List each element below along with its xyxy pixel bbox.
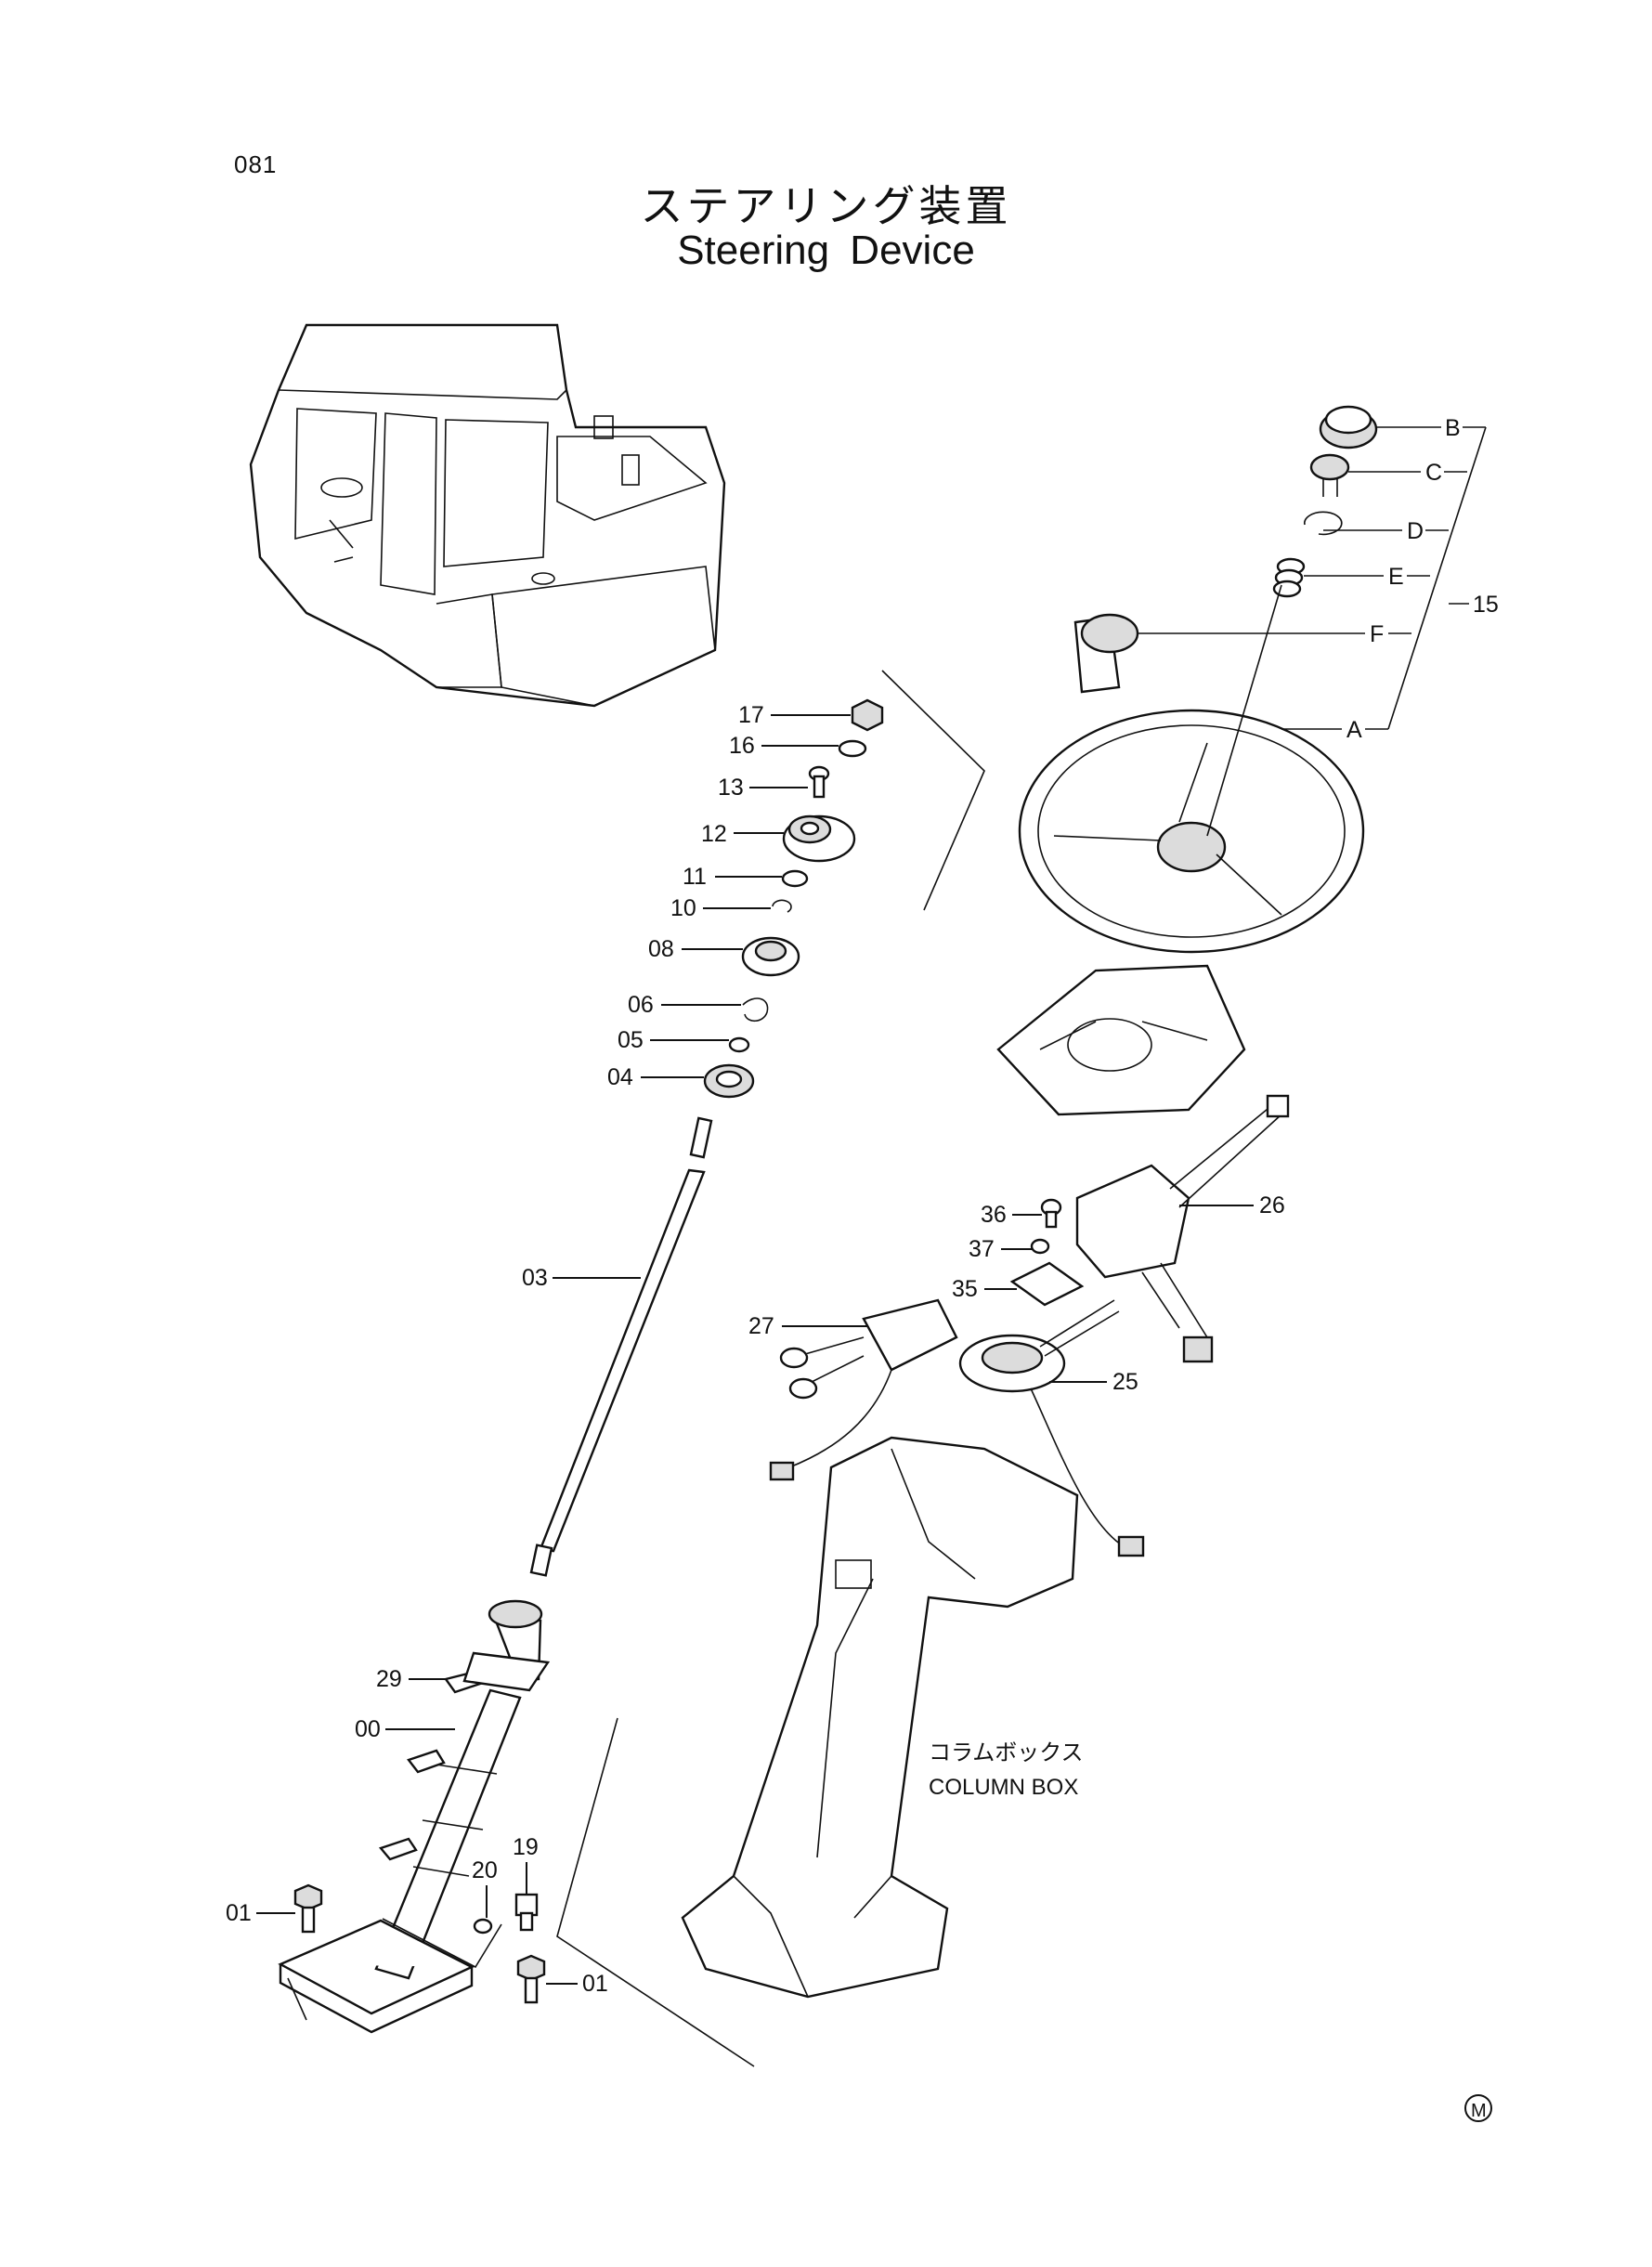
part-19-bolt [514, 1893, 539, 1932]
part-08-bushing [741, 936, 800, 977]
part-37-washer [1030, 1238, 1050, 1255]
part-17-nut [851, 698, 884, 732]
part-00-column-tube [374, 1599, 551, 1980]
part-03-steering-shaft [529, 1116, 713, 1577]
part-35-plate [1009, 1261, 1085, 1307]
column-base-plate [278, 1919, 475, 2034]
callout-A: A [1346, 717, 1362, 743]
callout-35: 35 [952, 1276, 978, 1302]
mark-letter: M [1471, 2101, 1487, 2121]
callout-08: 08 [648, 936, 674, 962]
part-13-bolt [808, 765, 830, 799]
part-20-washer [473, 1918, 493, 1935]
callout-05: 05 [618, 1027, 644, 1053]
part-27-lever-switch [769, 1298, 958, 1481]
callout-01-left: 01 [226, 1900, 252, 1926]
part-01-bolt-left [293, 1883, 323, 1934]
page-number: 081 [234, 150, 278, 178]
callout-25: 25 [1112, 1369, 1138, 1395]
callout-17: 17 [738, 702, 764, 728]
callout-03: 03 [522, 1265, 548, 1291]
callout-12: 12 [701, 821, 727, 847]
part-25-switch [958, 1299, 1145, 1557]
callout-06: 06 [628, 992, 654, 1018]
column-box-body [681, 1436, 1079, 1999]
part-12-hub [782, 814, 856, 863]
part-01-bolt-right [516, 1954, 546, 2004]
callout-11: 11 [683, 864, 707, 890]
callout-36: 36 [981, 1202, 1007, 1228]
callout-C: C [1425, 460, 1442, 486]
callout-E: E [1388, 564, 1404, 590]
callout-04: 04 [607, 1064, 633, 1090]
steering-wheel-assembly [1018, 405, 1378, 954]
part-10-snap-ring [772, 899, 792, 913]
callout-F: F [1370, 621, 1384, 647]
part-F-spinner-knob [1073, 613, 1139, 694]
column-box-label-english: COLUMN BOX [929, 1775, 1078, 1800]
part-05-ring [728, 1036, 750, 1053]
part-B-horn-cap [1319, 405, 1378, 449]
callout-01-right: 01 [582, 1971, 608, 1997]
part-D-ring [1304, 511, 1343, 536]
part-36-screw [1040, 1198, 1062, 1229]
part-06-clip [742, 997, 769, 1023]
callout-29: 29 [376, 1666, 402, 1692]
part-E-spring [1272, 557, 1306, 598]
part-11-washer [781, 869, 809, 888]
steering-column-parts [278, 698, 884, 2034]
callout-16: 16 [729, 733, 755, 759]
callout-19: 19 [513, 1834, 539, 1860]
callout-00: 00 [355, 1716, 381, 1742]
callout-13: 13 [718, 775, 744, 801]
callout-37: 37 [969, 1236, 995, 1262]
part-26-combination-switch [1075, 1094, 1290, 1363]
excavator-cab-illustration [249, 323, 726, 708]
callout-10: 10 [670, 895, 696, 921]
callout-labels: 17 16 13 12 11 10 08 06 05 04 03 29 00 2… [226, 415, 1499, 1997]
column-box-label-japanese: コラムボックス [929, 1740, 1084, 1765]
part-16-washer [838, 739, 867, 758]
callout-26: 26 [1259, 1192, 1285, 1218]
callout-B: B [1445, 415, 1461, 441]
callout-15: 15 [1473, 592, 1499, 618]
leader-lines [256, 426, 1487, 2067]
callout-D: D [1407, 518, 1424, 544]
column-box-assembly [681, 964, 1290, 1999]
part-04-bearing [703, 1063, 755, 1099]
callout-27: 27 [748, 1313, 774, 1339]
callout-20: 20 [472, 1857, 498, 1883]
circled-m-mark: M [1464, 2094, 1492, 2122]
dash-cover [996, 964, 1246, 1116]
title-english: Steering Device [677, 228, 975, 273]
part-C-horn-button [1309, 453, 1350, 497]
title-japanese: ステアリング装置 [640, 181, 1012, 231]
